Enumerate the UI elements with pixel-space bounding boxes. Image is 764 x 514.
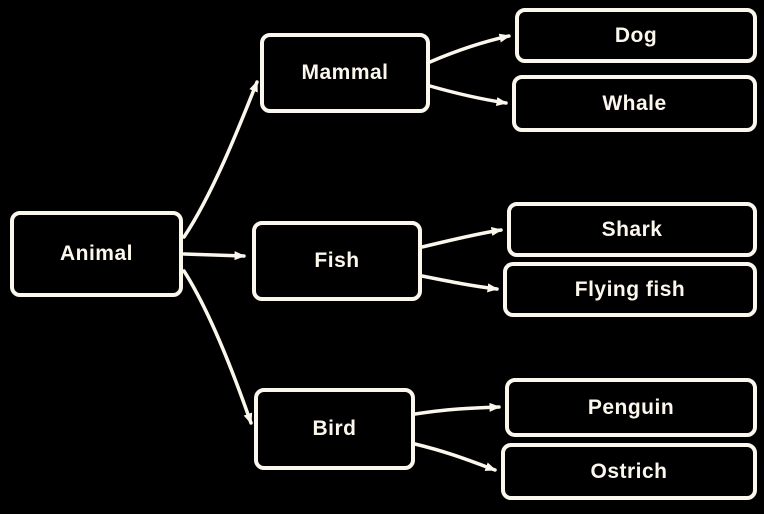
node-ostrich-label: Ostrich — [590, 459, 668, 483]
node-shark: Shark — [507, 202, 757, 257]
edge-animal-fish — [182, 251, 246, 261]
node-flying-fish-label: Flying fish — [574, 277, 686, 301]
edge-animal-mammal — [182, 80, 259, 239]
node-whale-label: Whale — [602, 91, 667, 115]
node-dog: Dog — [515, 8, 757, 63]
node-mammal-label: Mammal — [301, 61, 389, 84]
node-ostrich: Ostrich — [501, 443, 757, 500]
node-flying-fish: Flying fish — [503, 262, 757, 317]
node-whale: Whale — [512, 75, 757, 132]
edge-bird-penguin — [413, 402, 501, 416]
node-mammal: Mammal — [260, 33, 430, 113]
node-animal-label: Animal — [59, 242, 133, 265]
edge-fish-flying-fish — [420, 274, 499, 293]
edge-fish-shark — [420, 226, 503, 249]
node-bird: Bird — [254, 388, 415, 470]
node-shark-label: Shark — [601, 217, 663, 241]
edge-bird-ostrich — [413, 442, 497, 472]
node-dog-label: Dog — [614, 23, 658, 47]
node-fish-label: Fish — [314, 249, 360, 272]
node-bird-label: Bird — [312, 417, 357, 440]
edge-animal-bird — [182, 269, 253, 425]
node-penguin: Penguin — [505, 378, 757, 437]
node-animal: Animal — [10, 211, 183, 297]
edge-mammal-dog — [428, 33, 511, 64]
node-penguin-label: Penguin — [587, 395, 675, 419]
node-fish: Fish — [252, 221, 422, 301]
edge-mammal-whale — [428, 84, 508, 107]
